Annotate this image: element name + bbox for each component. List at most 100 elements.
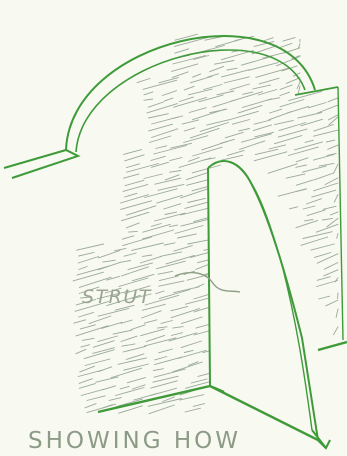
- hatch-stroke: [319, 296, 330, 299]
- hatch-stroke: [296, 220, 318, 227]
- hatch-stroke: [316, 224, 338, 232]
- hatch-stroke: [123, 185, 148, 192]
- hatch-stroke: [79, 379, 92, 384]
- hatch-stroke: [323, 218, 333, 220]
- hatch-stroke: [225, 132, 243, 138]
- hatch-stroke: [174, 97, 207, 107]
- hatch-stroke: [144, 92, 153, 95]
- hatch-stroke: [175, 49, 189, 53]
- hatch-stroke: [123, 150, 141, 155]
- hatch-stroke: [328, 145, 338, 149]
- hatch-stroke: [239, 129, 250, 131]
- hatch-stroke: [326, 140, 334, 142]
- hatch-stroke: [305, 140, 313, 142]
- hatch-stroke: [80, 366, 95, 372]
- arch-outer: [66, 36, 315, 150]
- hatch-stroke: [181, 317, 202, 324]
- hatch-stroke: [89, 316, 111, 324]
- hatch-stroke: [227, 68, 237, 70]
- hatch-stroke: [314, 130, 338, 136]
- hatch-stroke: [317, 281, 338, 287]
- hatch-stroke: [296, 165, 307, 167]
- hatch-stroke: [314, 155, 335, 161]
- hatch-stroke: [143, 80, 177, 89]
- hatch-stroke: [318, 105, 339, 113]
- hatch-stroke: [127, 378, 145, 383]
- hatch-stroke: [336, 309, 338, 317]
- hatch-stroke: [125, 155, 145, 161]
- hatch-stroke: [127, 164, 159, 173]
- hatch-stroke: [279, 123, 306, 131]
- hatch-stroke: [191, 379, 207, 383]
- hatch-stroke: [159, 349, 173, 353]
- hatch-stroke: [238, 105, 262, 113]
- hatch-stroke: [156, 146, 167, 149]
- hatch-stroke: [214, 61, 234, 65]
- hatch-stroke: [334, 164, 338, 173]
- hatch-stroke: [164, 204, 181, 209]
- hatch-stroke: [96, 377, 118, 382]
- hatch-stroke: [175, 226, 203, 234]
- hatch-stroke: [109, 398, 121, 401]
- hatch-stroke: [159, 281, 184, 286]
- hatch-stroke: [255, 149, 278, 154]
- hatch-stroke: [171, 306, 188, 310]
- hatch-stroke: [242, 134, 272, 142]
- hatch-stroke: [161, 321, 172, 324]
- hatch-stroke: [80, 325, 95, 329]
- hatch-stroke: [124, 253, 136, 256]
- hatch-stroke: [118, 358, 146, 364]
- hatch-stroke: [254, 120, 271, 124]
- hatch-stroke: [151, 224, 161, 227]
- hatch-stroke: [278, 189, 306, 196]
- hatch-stroke: [305, 220, 313, 221]
- hatch-stroke: [126, 206, 156, 215]
- hatch-stroke: [314, 173, 333, 180]
- hatch-stroke: [182, 120, 199, 124]
- hatch-stroke: [164, 243, 175, 245]
- hatch-stroke: [208, 74, 219, 77]
- hatch-stroke: [181, 208, 208, 215]
- hatch-stroke: [227, 150, 244, 155]
- hatch-stroke: [152, 117, 178, 124]
- arch-inner: [76, 50, 305, 152]
- hatch-stroke: [193, 404, 204, 407]
- hatch-stroke: [123, 346, 146, 352]
- hatch-stroke: [148, 102, 163, 107]
- hatch-stroke: [157, 327, 167, 328]
- hatch-stroke: [170, 171, 182, 173]
- hatch-stroke: [121, 195, 149, 203]
- hatch-stroke: [79, 267, 87, 270]
- hatch-stroke: [270, 109, 282, 113]
- hatch-stroke: [253, 85, 271, 89]
- hatch-stroke: [121, 201, 152, 210]
- hatch-stroke: [87, 396, 105, 401]
- hatch-stroke: [224, 77, 249, 83]
- hatch-stroke: [121, 320, 132, 323]
- hatch-stroke: [298, 86, 300, 94]
- hatch-stroke: [154, 369, 185, 377]
- hatch-stroke: [222, 70, 250, 77]
- hatch-stroke: [81, 389, 104, 395]
- hatch-stroke: [256, 68, 288, 77]
- hatch-stroke: [286, 174, 305, 178]
- hatch-stroke: [178, 234, 197, 238]
- hatch-stroke: [334, 195, 338, 203]
- hatch-stroke: [303, 232, 332, 239]
- hatch-stroke: [296, 180, 313, 185]
- hatch-stroke: [174, 287, 200, 293]
- hatch-stroke: [103, 260, 116, 262]
- hatch-stroke: [280, 92, 290, 95]
- hatch-stroke: [263, 38, 273, 41]
- hatch-stroke: [288, 147, 318, 155]
- hatch-stroke: [79, 312, 94, 317]
- hatch-stroke: [131, 325, 145, 330]
- hatch-stroke: [132, 385, 145, 389]
- hatch-stroke: [286, 78, 300, 84]
- hatch-stroke: [169, 333, 197, 341]
- hatch-stroke: [275, 120, 294, 124]
- hatch-stroke: [143, 224, 171, 232]
- hatch-stroke: [328, 98, 338, 102]
- hatch-stroke: [278, 129, 307, 137]
